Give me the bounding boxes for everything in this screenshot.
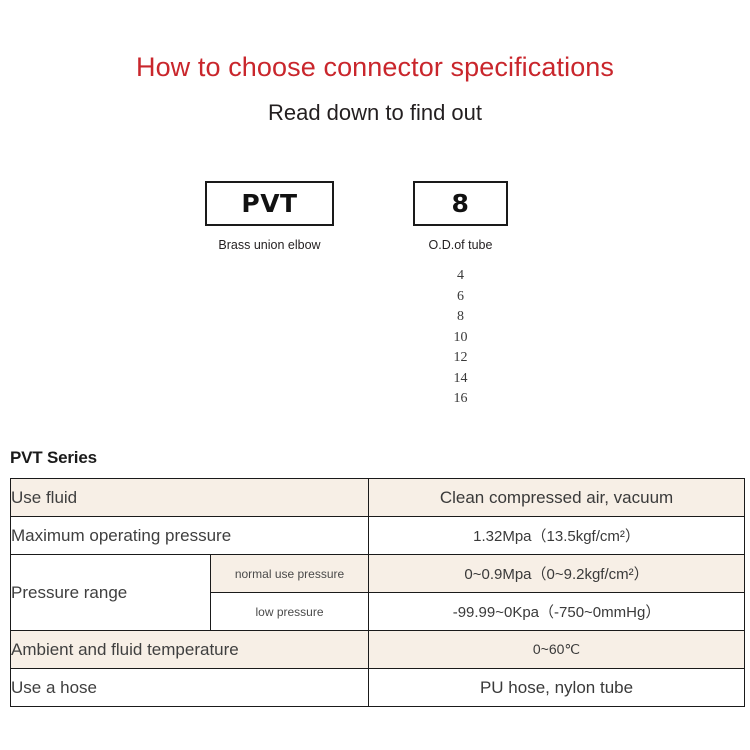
row-label: Ambient and fluid temperature bbox=[9, 630, 370, 669]
spec-series-label: PVT Series bbox=[10, 448, 97, 467]
row-label: Pressure range bbox=[10, 554, 211, 631]
row-value: -99.99~0Kpa（-750~0mmHg） bbox=[368, 592, 746, 631]
row-sublabel: low pressure bbox=[209, 592, 370, 631]
table-row: Pressure range normal use pressure 0~0.9… bbox=[10, 554, 746, 631]
series-code-box: PVT bbox=[205, 181, 334, 226]
row-value: 0~60℃ bbox=[368, 630, 746, 669]
row-value: Clean compressed air, vacuum bbox=[368, 478, 746, 517]
table-row: Maximum operating pressure 1.32Mpa（13.5k… bbox=[9, 516, 746, 555]
row-label: Maximum operating pressure bbox=[9, 516, 370, 555]
row-label: Use a hose bbox=[9, 668, 370, 707]
row-sublabel: normal use pressure bbox=[209, 554, 370, 593]
row-value: PU hose, nylon tube bbox=[368, 668, 746, 707]
series-code-text: PVT bbox=[241, 189, 298, 218]
row-value: 1.32Mpa（13.5kgf/cm²） bbox=[368, 516, 746, 555]
table-row: Use fluid Clean compressed air, vacuum bbox=[9, 478, 746, 517]
row-label: Use fluid bbox=[9, 478, 370, 517]
table-row: low pressure -99.99~0Kpa（-750~0mmHg） bbox=[11, 592, 746, 631]
list-item: 16 bbox=[453, 391, 468, 406]
tube-size-text: 8 bbox=[451, 189, 470, 218]
tube-size-box: 8 bbox=[413, 181, 508, 226]
tube-size-option-list: 4 6 8 10 12 14 16 bbox=[413, 266, 508, 410]
table-row: Ambient and fluid temperature 0~60℃ bbox=[9, 630, 746, 669]
list-item: 14 bbox=[453, 370, 468, 386]
list-item: 4 bbox=[457, 268, 464, 283]
list-item: 12 bbox=[453, 350, 468, 365]
series-code-caption: Brass union elbow bbox=[218, 238, 321, 252]
specification-table: Use fluid Clean compressed air, vacuum M… bbox=[9, 478, 746, 707]
list-item: 8 bbox=[457, 309, 464, 324]
row-value: 0~0.9Mpa（0~9.2kgf/cm²） bbox=[368, 554, 746, 593]
table-row: Use a hose PU hose, nylon tube bbox=[9, 668, 746, 707]
page-subtitle: Read down to find out bbox=[267, 100, 483, 125]
list-item: 6 bbox=[457, 288, 464, 304]
tube-size-caption: O.D.of tube bbox=[428, 238, 493, 252]
page-title: How to choose connector specifications bbox=[135, 52, 615, 82]
list-item: 10 bbox=[453, 329, 468, 345]
